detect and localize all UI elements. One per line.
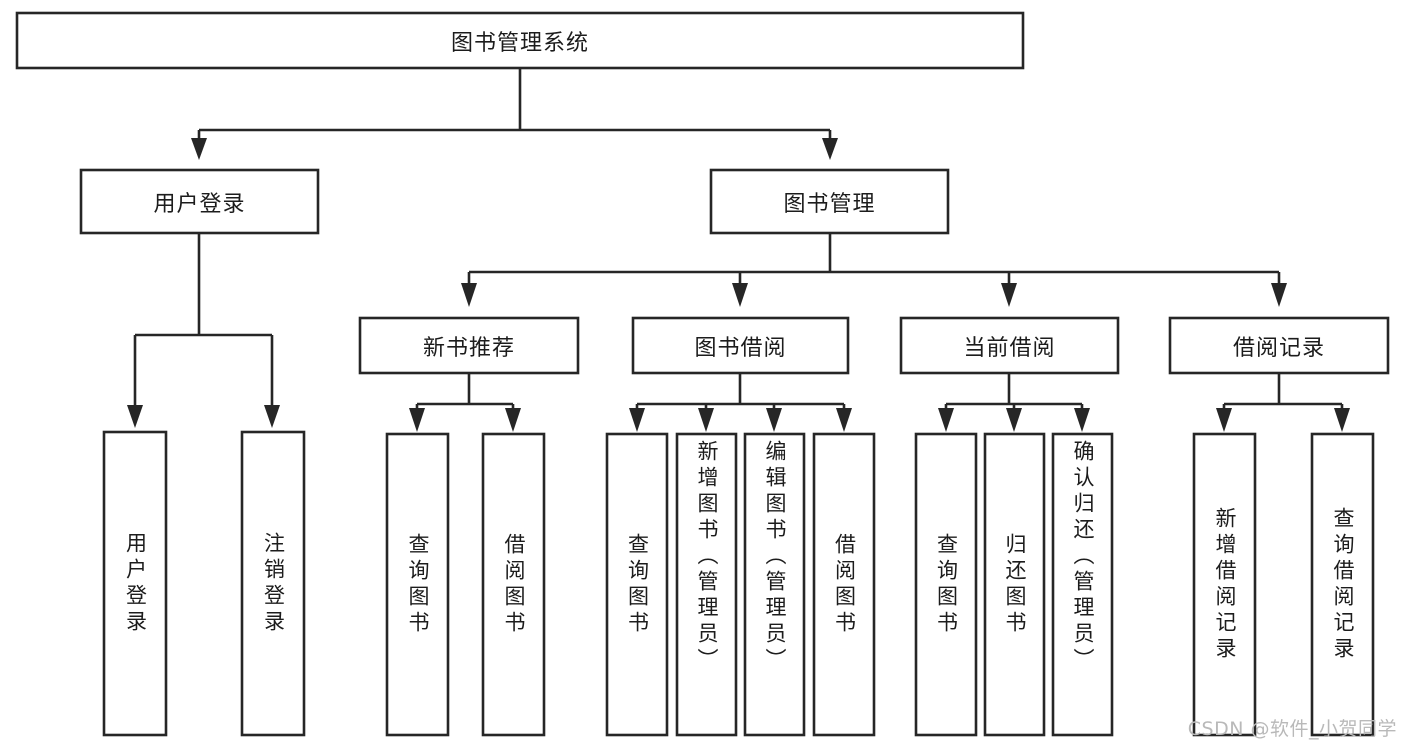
arrow-to-leaf-edit-book-admin	[766, 408, 782, 432]
arrow-to-leaf-query-borrow-record	[1334, 408, 1350, 432]
arrow-to-leaf-add-book-admin	[698, 408, 714, 432]
node-leaf-return-book-box[interactable]	[983, 432, 1046, 737]
node-leaf-add-borrow-record-box[interactable]	[1192, 432, 1257, 737]
arrow-to-leaf-confirm-return-admin	[1074, 408, 1090, 432]
arrow-to-book-borrow	[732, 283, 748, 307]
node-leaf-borrow-book-1-box[interactable]	[481, 432, 546, 737]
node-leaf-add-book-admin-box[interactable]	[675, 432, 738, 737]
node-new-book-recommend-box[interactable]	[358, 316, 580, 375]
arrow-to-current-borrow	[1001, 283, 1017, 307]
node-root-box[interactable]	[15, 11, 1025, 70]
arrow-to-borrow-record	[1271, 283, 1287, 307]
node-leaf-confirm-return-admin-box[interactable]	[1051, 432, 1114, 737]
arrow-to-leaf-query-book-3	[938, 408, 954, 432]
node-book-manage-box[interactable]	[709, 168, 950, 235]
arrow-to-leaf-return-book	[1006, 408, 1022, 432]
arrow-to-leaf-logout-login	[264, 405, 280, 428]
node-leaf-query-book-1-box[interactable]	[385, 432, 450, 737]
node-leaf-logout-login-box[interactable]	[240, 430, 306, 737]
node-book-borrow-box[interactable]	[631, 316, 850, 375]
node-leaf-borrow-book-2-box[interactable]	[812, 432, 876, 737]
arrow-to-leaf-query-book-2	[629, 408, 645, 432]
arrow-to-leaf-query-book-1	[409, 408, 425, 432]
node-leaf-user-login-box[interactable]	[102, 430, 168, 737]
arrow-to-leaf-borrow-book-2	[836, 408, 852, 432]
node-leaf-edit-book-admin-box[interactable]	[743, 432, 806, 737]
arrow-to-leaf-user-login	[127, 405, 143, 428]
node-leaf-query-book-3-box[interactable]	[914, 432, 978, 737]
arrow-to-leaf-add-borrow-record	[1216, 408, 1232, 432]
arrow-to-leaf-borrow-book-1	[505, 408, 521, 432]
node-current-borrow-box[interactable]	[899, 316, 1120, 375]
node-leaf-query-book-2-box[interactable]	[605, 432, 669, 737]
node-borrow-record-box[interactable]	[1168, 316, 1390, 375]
csdn-watermark: CSDN @软件_小贺同学	[1187, 718, 1397, 740]
arrow-to-new-book-recommend	[461, 283, 477, 307]
arrow-to-user-login	[191, 138, 207, 160]
arrow-to-book-manage	[822, 138, 838, 160]
node-leaf-query-borrow-record-box[interactable]	[1310, 432, 1375, 737]
node-user-login-box[interactable]	[79, 168, 320, 235]
